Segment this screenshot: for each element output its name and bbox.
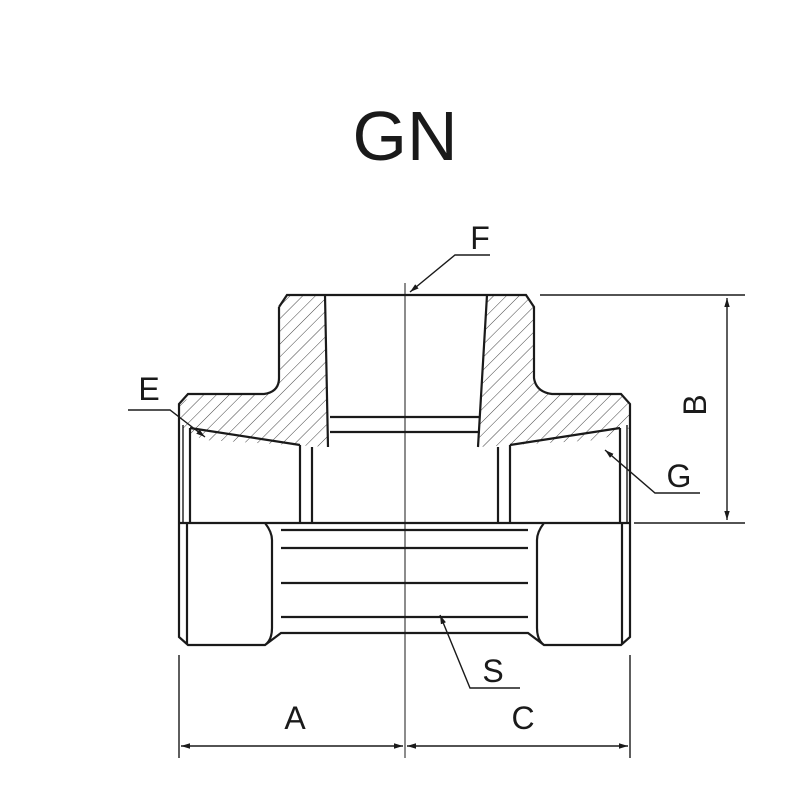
label-s: S <box>482 653 503 689</box>
leader-g <box>604 449 700 494</box>
label-a: A <box>284 700 306 736</box>
label-g: G <box>667 458 692 494</box>
leader-f <box>409 254 490 293</box>
label-e: E <box>138 371 159 407</box>
label-b: B <box>677 394 713 415</box>
branch-bore <box>323 294 489 448</box>
section-hatching <box>180 295 630 447</box>
leader-s <box>439 614 520 689</box>
side-bores <box>188 426 622 523</box>
label-c: C <box>511 700 534 736</box>
drawing-title: GN <box>353 97 458 175</box>
fitting-outline <box>177 293 632 523</box>
label-f: F <box>470 220 490 256</box>
leader-e <box>128 409 206 438</box>
extension-lines <box>178 294 745 758</box>
thread-lines <box>182 425 628 523</box>
